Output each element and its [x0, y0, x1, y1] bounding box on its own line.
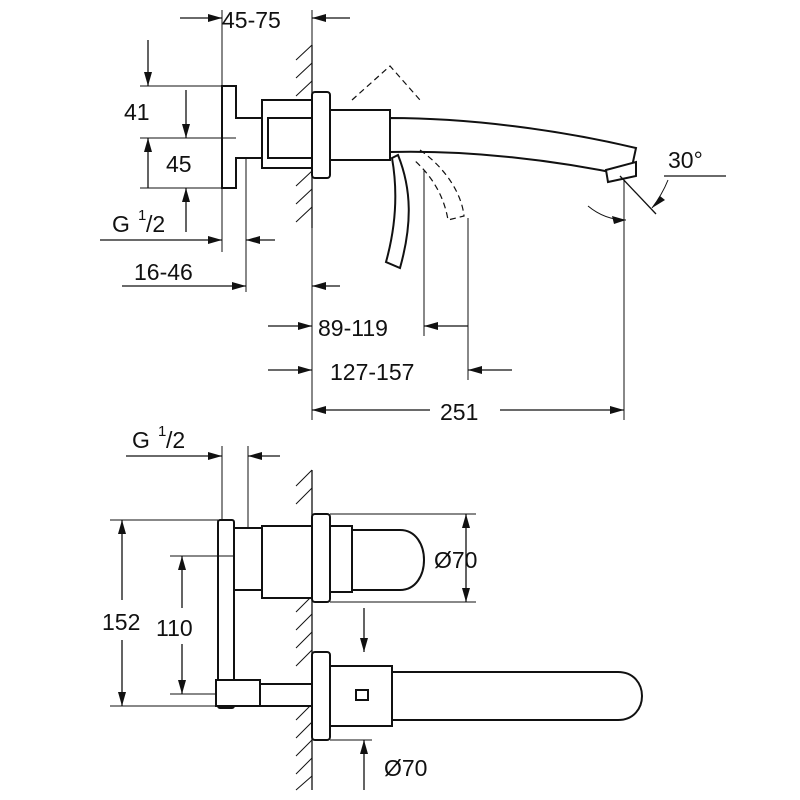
thread-sub-front: /2: [166, 427, 185, 453]
label-127-157: 127-157: [330, 359, 414, 385]
label-30-deg: 30°: [668, 147, 703, 173]
thread-sup-side: 1: [138, 207, 146, 224]
spout-side: [311, 65, 638, 270]
dim-thread-side: G 1 /2: [100, 158, 275, 252]
label-89-119: 89-119: [318, 315, 388, 341]
dim-127-157: 127-157: [268, 218, 512, 385]
dim-thread-front: G 1 /2: [126, 423, 280, 528]
label-152: 152: [102, 609, 140, 635]
dim-dia-bottom: Ø70: [330, 608, 427, 790]
front-view: G 1 /2 152 110: [102, 423, 644, 791]
label-251: 251: [440, 399, 478, 425]
dim-16-46: 16-46: [122, 228, 340, 420]
thread-label-front: G: [132, 427, 150, 453]
thread-sub-side: /2: [146, 211, 165, 237]
label-45-75: 45-75: [222, 7, 281, 33]
dim-110: 110: [156, 555, 234, 695]
mounting-box-side: [221, 85, 313, 189]
label-dia-top: Ø70: [434, 547, 477, 573]
dim-41-45: 41 45: [124, 40, 236, 232]
label-45: 45: [166, 151, 192, 177]
wall-section-bottom: [295, 469, 313, 791]
side-view: 45-75 41 45 G 1 /2: [100, 7, 726, 425]
dim-dia-top: Ø70: [330, 513, 477, 603]
label-16-46: 16-46: [134, 259, 193, 285]
dim-251: 251: [312, 180, 625, 425]
thread-label-side: G: [112, 211, 130, 237]
dim-angle-30: 30°: [587, 147, 726, 224]
valve-handle-front: [311, 513, 426, 603]
thread-sup-front: 1: [158, 423, 166, 440]
label-41: 41: [124, 99, 150, 125]
dim-45-75: 45-75: [180, 7, 350, 86]
dim-152: 152: [102, 519, 218, 707]
label-110: 110: [156, 615, 193, 641]
mounting-box-front: [215, 519, 313, 709]
spout-front: [311, 651, 644, 741]
dim-89-119: 89-119: [268, 170, 468, 341]
label-dia-bottom: Ø70: [384, 755, 427, 781]
